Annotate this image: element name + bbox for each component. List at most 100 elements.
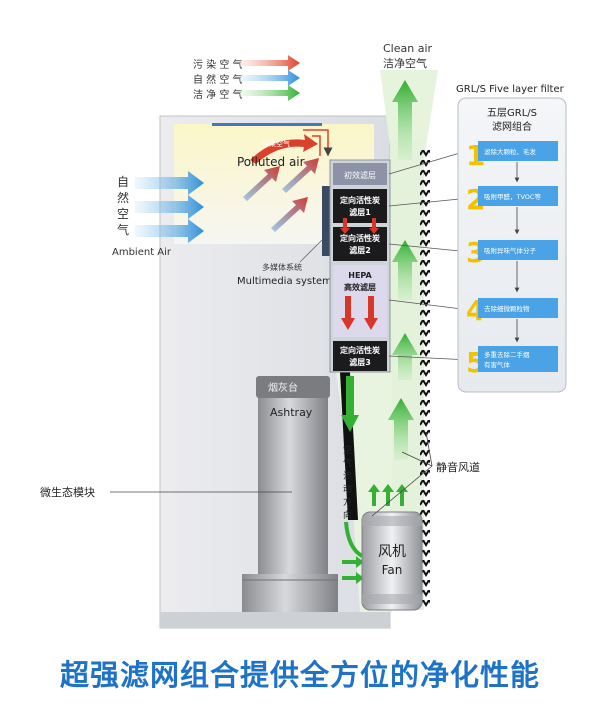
filter-info-panel: GRL/S Five layer filter 五层GRL/S 滤网组合 1 滤… [456,84,567,393]
leader-step-2 [388,197,471,207]
leader-step-5 [388,355,471,361]
polluted-air: 污染空气 Polluted air [237,129,333,232]
filter-carbon-1-line2: 滤层1 [349,207,371,217]
step-5-text-2: 有害气体 [484,360,511,369]
legend-natural-label: 自 然 空 气 [193,73,243,86]
airflow-char-3: 流 [343,470,352,482]
filter-carbon-2-line2: 滤层2 [349,245,371,255]
headline: 超强滤网组合提供全方位的净化性能 [59,658,540,692]
carbon-1-arrow-right [369,218,379,234]
silent-duct-leader-1 [371,465,433,517]
airflow-char-4: 动 [343,484,352,495]
filter-carbon-1-line1: 定向活性炭 [339,195,380,205]
filter-panel-subtitle-1: 五层GRL/S [487,107,537,119]
filter-carbon-2 [333,227,387,261]
micro-module-label: 微生态模块 [40,485,95,499]
ambient-cn-char-2: 然 [117,190,129,205]
polluted-arrow-2 [282,158,319,193]
fan-up-arrow-2 [382,484,394,506]
ambient-label-en: Ambient Air [112,247,172,258]
leader-step-4 [388,299,471,311]
step-3-box [478,240,558,260]
cabinet-base [160,612,390,628]
airflow-curve-arrow [344,521,364,558]
outlet-label-cn: 洁净空气 [383,56,427,70]
step-3-text: 吸附异味气体分子 [484,246,537,255]
filter-stack: 初效滤层 定向活性炭 滤层1 定向活性炭 滤层2 HEPA 高效滤层 定向活性炭… [329,159,391,373]
filter-primary [333,163,387,185]
polluted-tag: 污染空气 [262,139,290,148]
legend-natural-arrow [240,70,300,86]
filter-hepa-line1: HEPA [348,271,372,280]
step-5-text: 多重去除二手烟 [484,350,530,359]
legend: 污 染 空 气 自 然 空 气 洁 净 空 气 [193,55,300,101]
fan-label-en: Fan [382,563,403,577]
polluted-tag-arrow [250,134,318,164]
step-5-box [478,346,558,372]
polluted-red-line-2 [312,135,321,156]
fan-ring-top [362,516,422,526]
filter-hepa [333,265,387,337]
legend-clean-arrow [240,85,300,101]
ambient-arrow-2 [135,195,204,219]
airflow-arrow-in-2 [342,572,364,584]
multimedia-system: 多媒体系统 Multimedia system [237,186,332,287]
airflow-direction: 空 气 流 动 方 向 [341,376,408,584]
airflow-arrow-in-1 [342,556,364,568]
ambient-arrow-3 [135,219,204,243]
silencer-strip-diagonal [340,372,358,520]
leader-step-1 [388,149,471,175]
legend-clean-label: 洁 净 空 气 [193,88,243,101]
polluted-red-line-1 [303,129,333,157]
ambient-air-inlet: 自 然 空 气 Ambient Air [112,171,204,258]
legend-polluted-label: 污 染 空 气 [193,58,243,71]
fan-up-arrow-3 [396,484,408,506]
hepa-arrow-left [341,296,355,330]
fan-unit: 风机 Fan [361,511,423,611]
duct-arrow-lower [388,398,414,460]
leader-step-3 [388,243,471,253]
silent-duct-label: 静音风道 [436,460,480,474]
step-1-box [478,141,558,161]
airflow-char-5: 方 [343,496,352,508]
filter-carbon-3-line1: 定向活性炭 [339,345,380,355]
carbon-1-arrow-left [340,218,350,234]
silent-duct-leader-3 [425,431,433,467]
filter-panel-title: GRL/S Five layer filter [456,84,565,95]
ashtray-body [258,398,328,574]
polluted-arrow-1 [243,166,280,201]
ambient-cn-char-1: 自 [117,175,129,189]
filter-panel-subtitle-2: 滤网组合 [492,120,532,133]
silencer-strip-right [420,150,430,610]
silent-duct-leader-2 [401,451,433,467]
ambient-cn-char-4: 气 [117,222,129,237]
ambient-arrow-1 [135,171,204,195]
step-2-text: 吸附甲醛，TVOC等 [484,192,541,201]
hepa-arrow-right [364,296,378,330]
multimedia-screen [322,186,330,256]
fan-housing [361,511,423,611]
ashtray-unit: 烟灰台 Ashtray [242,376,338,612]
filter-carbon-3 [333,341,387,371]
ashtray-top [256,376,330,398]
step-1-text: 滤除大颗粒、毛发 [484,147,537,156]
ashtray-label-en: Ashtray [270,406,313,419]
filter-hepa-line2: 高效滤层 [344,282,376,292]
legend-polluted-arrow [240,55,300,71]
fan-ring-bottom [362,594,422,604]
multimedia-label-en: Multimedia system [237,276,332,287]
ashtray-label-cn: 烟灰台 [268,381,298,394]
multimedia-label-cn: 多媒体系统 [262,262,302,272]
top-vent [212,123,322,126]
airflow-char-1: 空 [343,444,352,456]
step-4-text: 去除细微颗粒物 [484,304,530,313]
step-2-box [478,186,558,206]
airflow-char-6: 向 [343,509,352,521]
outlet-arrow [392,80,418,160]
filter-carbon-2-line1: 定向活性炭 [339,233,380,243]
polluted-arrow-3 [271,197,308,232]
duct-arrow-upper [392,240,418,300]
step-4-box [478,298,558,318]
filter-carbon-1 [333,189,387,223]
airflow-arrow-down [341,376,359,432]
